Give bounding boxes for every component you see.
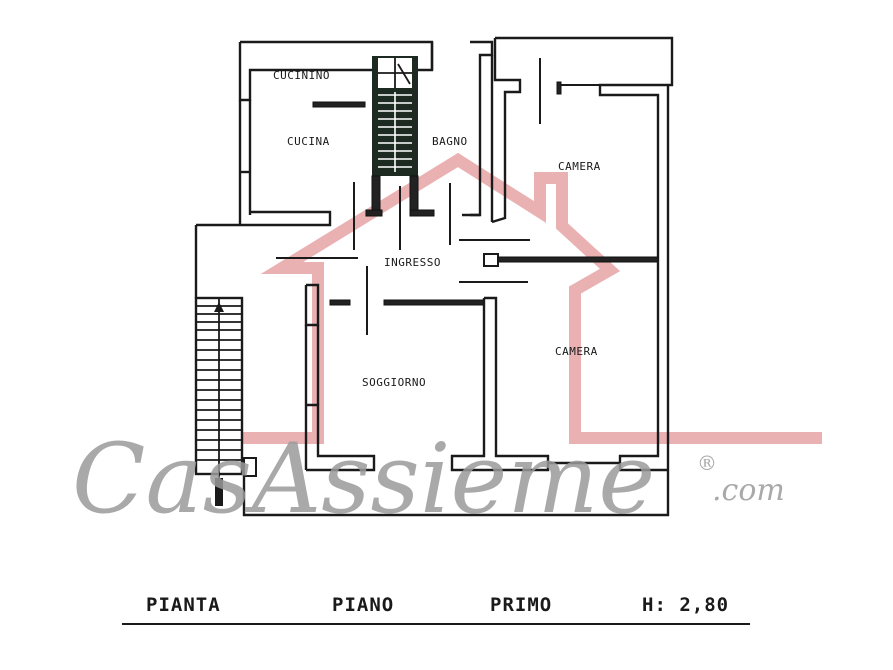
external-stair [194,296,244,506]
walls [194,36,674,517]
room-labels: CUCININO CUCINA BAGNO CAMERA INGRESSO CA… [273,69,601,389]
caption-primo: PRIMO [490,594,553,616]
plan-caption: PIANTA PIANO PRIMO H: 2,80 [122,594,750,625]
room-label-camera-top: CAMERA [558,160,601,173]
watermark-domain: .com [712,473,785,508]
room-label-bagno: BAGNO [432,135,468,148]
room-label-cucina: CUCINA [287,135,330,148]
room-label-camera-bottom: CAMERA [555,345,598,358]
caption-piano: PIANO [332,594,395,616]
stair-direction-arrow-icon [214,302,224,312]
room-label-ingresso: INGRESSO [384,256,441,269]
caption-underline [122,623,750,625]
brand-watermark: CasAssieme ® .com [72,423,785,535]
room-label-cucinino: CUCININO [273,69,330,82]
caption-pianta: PIANTA [146,594,221,616]
room-label-soggiorno: SOGGIORNO [362,376,426,389]
house-watermark-icon [240,152,822,444]
caption-height: H: 2,80 [642,594,730,616]
watermark-brand: CasAssieme [72,423,655,535]
watermark-registered-icon: ® [697,451,717,475]
